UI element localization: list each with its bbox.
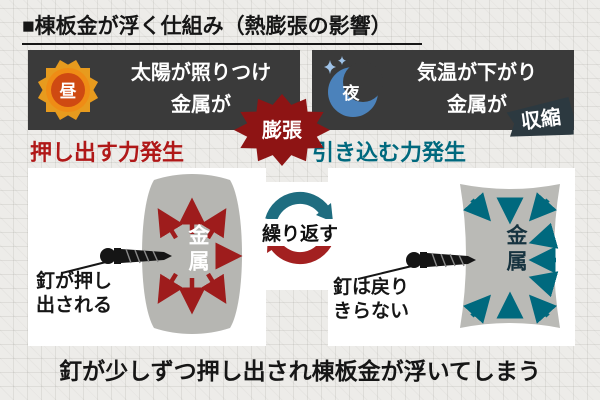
day-illustration: [61, 174, 243, 334]
night-illustration: [357, 184, 560, 328]
day-metal-label: 金属: [186, 224, 209, 276]
moon-icon: 夜: [324, 56, 383, 117]
page-title: ■棟板金が浮く仕組み（熱膨張の影響）: [22, 10, 422, 45]
outward-arrows: [157, 197, 243, 315]
night-headline-line2: 金属が: [447, 94, 507, 116]
night-headline: 気温が下がり 金属が: [384, 57, 570, 121]
nail-icon: [61, 248, 172, 274]
day-force-label: 押し出す力発生: [30, 140, 185, 165]
repeat-cycle-label: 繰り返す: [252, 219, 348, 246]
day-header: 昼 太陽が照りつけ 金属が: [28, 50, 300, 130]
star-icon: [338, 56, 346, 65]
night-force-label: 引き込む力発生: [312, 140, 467, 165]
nail-icon: [357, 252, 476, 280]
expansion-badge: 膨張: [234, 94, 330, 166]
night-header: 夜 気温が下がり 金属が: [312, 50, 574, 130]
night-nail-note: 釘は戻り きらない: [333, 277, 410, 322]
expansion-badge-label: 膨張: [261, 118, 303, 142]
day-headline: 太陽が照りつけ 金属が: [106, 57, 296, 121]
footer-caption: 釘が少しずつ押し出され棟板金が浮いてしまう: [59, 358, 541, 384]
day-headline-line2: 金属が: [171, 94, 231, 116]
moon-icon-label: 夜: [342, 83, 361, 103]
burst-shape: [234, 94, 330, 166]
sun-icon-label: 昼: [60, 82, 77, 101]
day-nail-note: 釘が押し 出される: [36, 271, 113, 316]
night-metal-label: 金属: [504, 224, 527, 276]
day-headline-line1: 太陽が照りつけ: [130, 62, 272, 84]
star-icon: [324, 60, 336, 74]
sun-icon: 昼: [37, 59, 99, 121]
night-headline-line1: 気温が下がり: [417, 62, 537, 84]
inward-arrows: [462, 192, 559, 324]
